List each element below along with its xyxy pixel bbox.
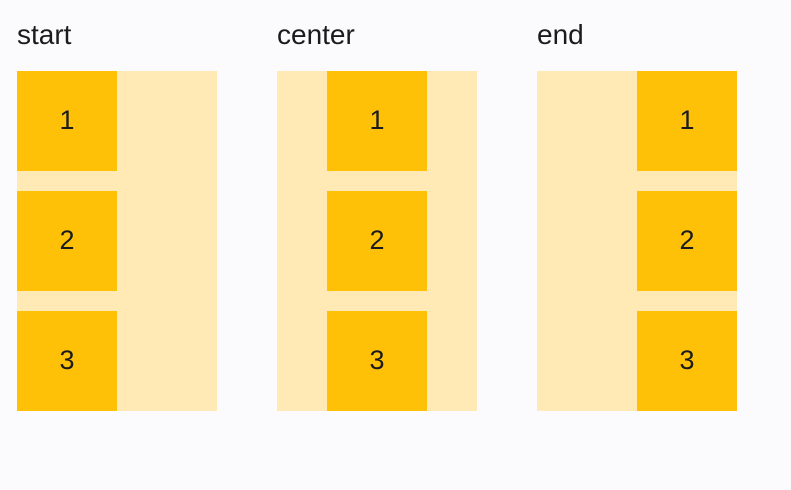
group-label: end [537,19,584,50]
group-label: center [277,19,355,50]
group-label: start [17,19,72,50]
grid-container: 1 2 3 [17,70,217,411]
grid-item: 2 [637,190,737,291]
grid-item: 3 [637,310,737,411]
grid-item: 1 [17,70,117,171]
alignment-demo: start 1 2 3 center 1 2 3 end 1 2 3 [17,18,791,411]
grid-item: 2 [327,190,427,291]
grid-container: 1 2 3 [537,70,737,411]
grid-item: 2 [17,190,117,291]
grid-item: 1 [637,70,737,171]
demo-group-center: center 1 2 3 [277,18,477,411]
demo-group-end: end 1 2 3 [537,18,737,411]
demo-group-start: start 1 2 3 [17,18,217,411]
grid-item: 3 [327,310,427,411]
grid-item: 1 [327,70,427,171]
grid-item: 3 [17,310,117,411]
grid-container: 1 2 3 [277,70,477,411]
